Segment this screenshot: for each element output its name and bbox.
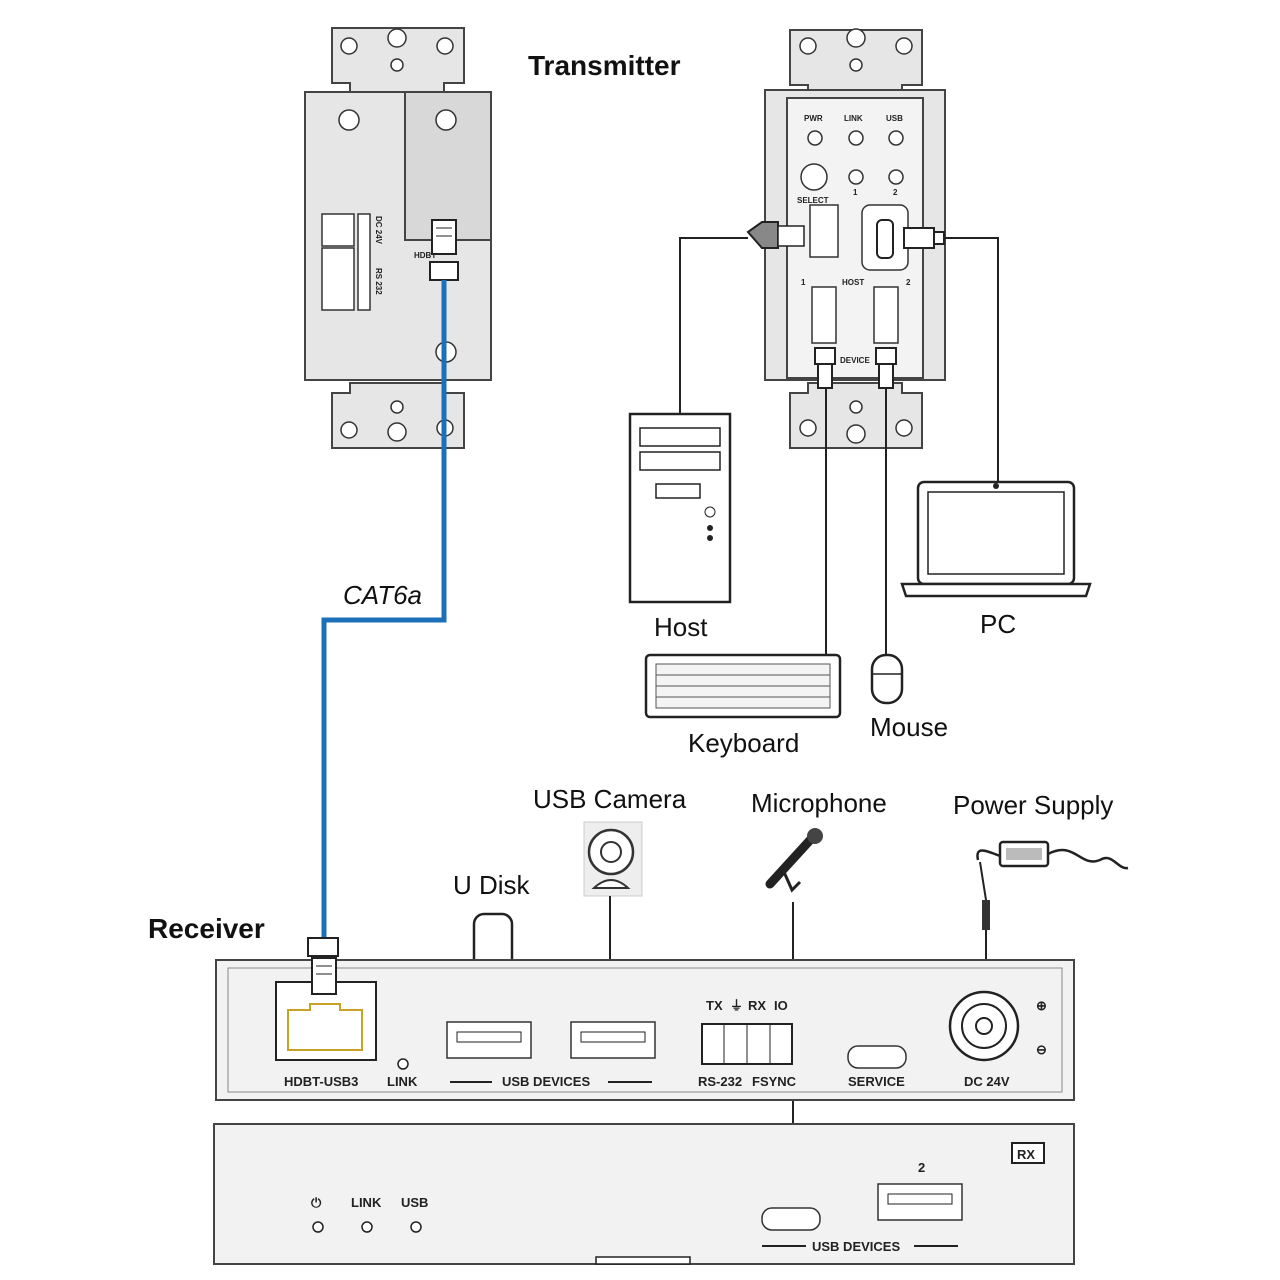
power-supply-label: Power Supply (953, 790, 1113, 820)
tx-rs232-label: RS 232 (374, 268, 383, 295)
rx-rx-label: RX (748, 998, 766, 1013)
transmitter-back-plate (304, 27, 492, 449)
host-computer-icon (628, 412, 732, 604)
host-label: Host (654, 612, 708, 642)
keyboard-icon (644, 653, 842, 719)
pc-cable (944, 237, 999, 484)
pc-laptop-icon (900, 480, 1092, 598)
tx-dc-label: DC 24V (374, 216, 383, 245)
u-disk-label: U Disk (453, 870, 531, 900)
rx-minus-label: ⊖ (1036, 1042, 1047, 1057)
keyboard-label: Keyboard (688, 728, 799, 758)
usb-a-plug-mouse-icon (875, 347, 897, 389)
rx-front-link-label: LINK (351, 1195, 382, 1210)
usb-a-plug-keyboard-icon (814, 347, 836, 389)
tx-host-label: HOST (842, 278, 864, 287)
rx-gnd-label: ⏚ (730, 998, 743, 1013)
usb-camera-icon (583, 821, 643, 897)
tx-host1-label: 1 (801, 278, 806, 287)
usb-camera-label: USB Camera (533, 784, 687, 814)
rx-usb-devices-label: USB DEVICES (502, 1074, 590, 1089)
rx-hdbt-label: HDBT-USB3 (284, 1074, 358, 1089)
rx-rs232-label: RS-232 (698, 1074, 742, 1089)
rx-plus-label: ⊕ (1036, 998, 1047, 1013)
rx-io-label: IO (774, 998, 788, 1013)
usb-b-plug-icon (746, 221, 805, 249)
rx-rj45-plug (307, 937, 339, 995)
microphone-label: Microphone (751, 788, 887, 818)
rx-link-led-front-icon (361, 1221, 373, 1233)
transmitter-title: Transmitter (528, 50, 681, 81)
power-plug-icon (982, 900, 990, 930)
rx-terminal-block[interactable] (701, 1023, 793, 1065)
rx-front-usb-c-port[interactable] (761, 1207, 821, 1231)
rx-link-label: LINK (387, 1074, 418, 1089)
rx-badge: RX (1017, 1147, 1035, 1162)
tx-link-label: LINK (844, 114, 863, 123)
tx-hdbt-label: HDBT (414, 251, 436, 260)
tx-led2-label: 2 (893, 188, 898, 197)
rx-front-slot (595, 1256, 691, 1265)
power-supply-icon (976, 840, 1129, 870)
microphone-icon (765, 828, 823, 893)
cable-label: CAT6a (343, 580, 422, 610)
rx-service-port[interactable] (847, 1045, 907, 1069)
pc-label: PC (980, 609, 1016, 639)
tx-host2-label: 2 (906, 278, 911, 287)
rx-service-label: SERVICE (848, 1074, 905, 1089)
rx-front-usb-devices-label: USB DEVICES (812, 1239, 900, 1254)
tx-pwr-label: PWR (804, 114, 823, 123)
mouse-label: Mouse (870, 712, 948, 742)
rx-dc-jack[interactable] (948, 990, 1020, 1062)
tx-rj45-plug (429, 219, 459, 281)
tx-led1-label: 1 (853, 188, 858, 197)
rx-fsync-label: FSYNC (752, 1074, 797, 1089)
rx-power-led-icon (312, 1221, 324, 1233)
rx-dc-label: DC 24V (964, 1074, 1010, 1089)
rx-power-symbol: ⏻ (311, 1195, 322, 1210)
usb-c-plug-icon (903, 227, 945, 249)
cat6a-cable (321, 280, 447, 940)
mouse-icon (870, 653, 904, 705)
tx-select-label: SELECT (797, 196, 829, 205)
rx-tx-label: TX (706, 998, 723, 1013)
host-cable (679, 237, 748, 414)
tx-usb-label: USB (886, 114, 903, 123)
rx-link-led-icon (397, 1058, 409, 1070)
rx-front-usb-label: USB (401, 1195, 428, 1210)
rx-port2-label: 2 (918, 1160, 925, 1175)
tx-device-label: DEVICE (840, 356, 870, 365)
receiver-title: Receiver (148, 913, 265, 944)
rx-usb-led-icon (410, 1221, 422, 1233)
